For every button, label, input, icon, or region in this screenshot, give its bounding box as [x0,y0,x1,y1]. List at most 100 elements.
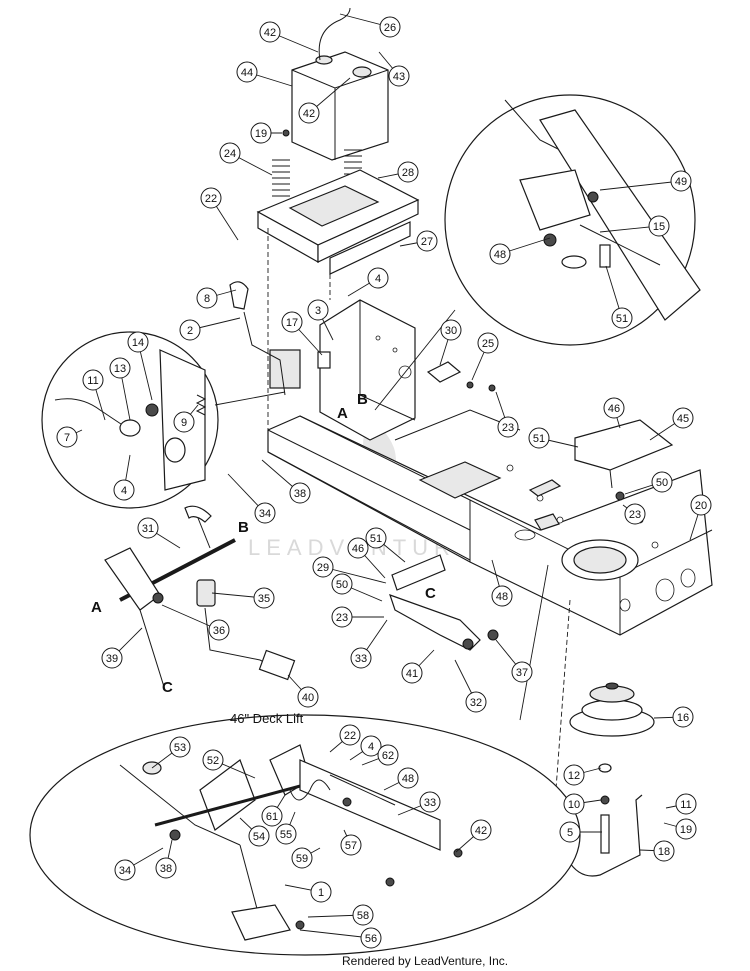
callout-4: 4 [349,735,382,761]
callout-balloon [289,482,311,504]
callout-balloon [307,299,329,321]
callout-balloon [113,479,135,501]
callout-number: 32 [470,697,482,709]
callout-5: 5 [559,821,602,843]
callout-number: 36 [213,625,225,637]
callout-balloon [672,407,694,429]
callout-balloon [675,818,697,840]
callout-number: 50 [656,477,668,489]
callout-number: 57 [345,840,357,852]
callout-number: 22 [344,730,356,742]
callout-balloon [310,881,332,903]
callout-balloon [275,823,297,845]
callout-31: 31 [137,517,181,549]
callout-number: 4 [375,273,381,285]
callout-balloon [352,904,374,926]
callout-leader [599,180,682,191]
callout-40: 40 [287,674,319,708]
callout-number: 23 [336,612,348,624]
callout-balloon [101,647,123,669]
callout-number: 11 [87,375,98,387]
callout-number: 16 [677,712,689,724]
callout-balloon [173,411,195,433]
callout-balloon [281,311,303,333]
callout-22: 22 [200,187,239,241]
callout-12: 12 [563,764,602,786]
bracket-30 [426,361,496,392]
callout-23: 23 [495,391,519,438]
callout-balloon [347,537,369,559]
callout-32: 32 [454,659,487,713]
callout-number: 54 [253,831,265,843]
callout-balloon [559,821,581,843]
callout-number: 29 [317,562,329,574]
dash-panel [229,281,416,441]
callout-number: 25 [482,338,494,350]
callout-number: 50 [336,579,348,591]
callout-59: 59 [291,847,321,869]
callout-number: 7 [64,432,70,444]
callout-39: 39 [101,627,143,669]
callout-balloon [109,357,131,379]
callout-number: 2 [187,325,193,337]
callout-balloon [114,859,136,881]
callout-23: 23 [622,503,646,525]
callout-balloon [470,819,492,841]
callout-balloon [511,661,533,683]
callout-number: 28 [402,167,414,179]
callout-balloon [401,662,423,684]
callout-24: 24 [219,142,273,176]
callout-18: 18 [639,840,675,862]
callout-number: 19 [680,824,692,836]
callout-54: 54 [239,817,270,847]
callout-number: 34 [259,508,271,520]
callout-number: 33 [355,653,367,665]
callout-41: 41 [401,649,435,684]
callout-20: 20 [689,494,712,541]
callout-46: 46 [347,537,386,579]
callout-11: 11 [82,369,106,421]
callout-23: 23 [331,606,384,628]
callout-number: 5 [567,827,573,839]
letter-c-link: C [425,585,436,602]
callout-17: 17 [281,311,323,356]
callout-3: 3 [307,299,334,341]
callout-1: 1 [284,881,332,903]
callout-19: 19 [663,818,697,840]
battery [291,7,389,161]
reference-letters: A B B A C C [91,391,436,696]
callout-balloon [339,724,361,746]
callout-balloon [219,142,241,164]
lift-bracket [574,419,674,501]
callout-balloon [82,369,104,391]
callout-balloon [127,331,149,353]
callout-number: 49 [675,176,687,188]
deck-lift-inset [29,564,581,956]
callout-14: 14 [127,331,153,401]
callout-balloon [155,857,177,879]
callout-4: 4 [113,454,135,501]
credit-text: Rendered by LeadVenture, Inc. [342,954,508,968]
callout-balloon [331,606,353,628]
callout-43: 43 [378,51,410,87]
callout-number: 38 [294,488,306,500]
inset-title: 46" Deck Lift [230,711,304,726]
callout-number: 37 [516,667,528,679]
callout-number: 52 [207,755,219,767]
callout-29: 29 [312,556,387,584]
callout-28: 28 [377,161,419,183]
callout-balloon [419,791,441,813]
callout-number: 18 [658,846,670,858]
callout-46: 46 [603,397,625,429]
callout-62: 62 [361,744,399,766]
callout-51: 51 [528,427,579,449]
callout-33: 33 [397,791,441,816]
callout-42: 42 [455,819,492,853]
callout-balloon [528,427,550,449]
callout-number: 62 [382,750,394,762]
callout-balloon [648,215,670,237]
callout-50: 50 [331,573,383,602]
callout-balloon [651,471,673,493]
callout-balloon [690,494,712,516]
